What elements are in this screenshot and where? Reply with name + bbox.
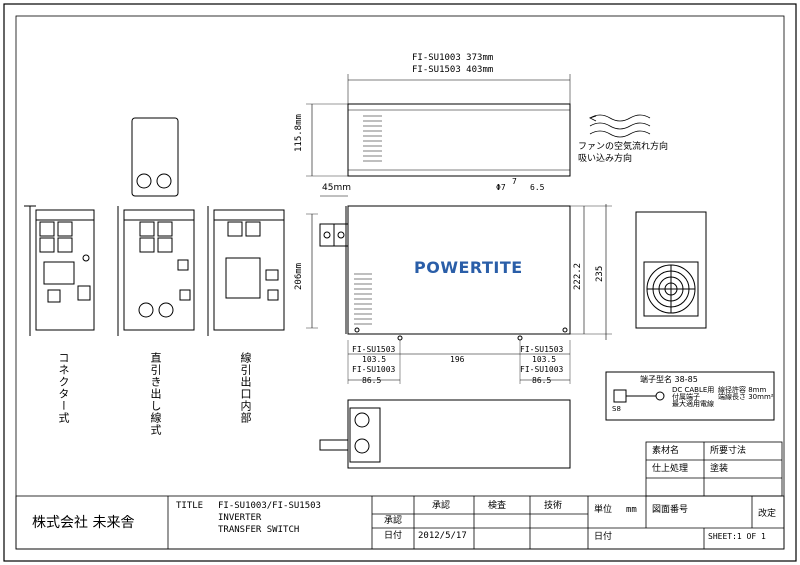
dim-6-5: 6.5: [530, 183, 545, 192]
inspection-header: 検査: [488, 501, 507, 511]
terminal-note-line-5: 端線長さ 30mm²: [718, 393, 774, 401]
dim-su1003-right: FI-SU1003: [520, 365, 564, 374]
dim-su1503-right: FI-SU1503: [520, 345, 564, 354]
revision-label: 改定: [758, 509, 777, 519]
date-label-2: 日付: [594, 532, 613, 542]
dim-45: 45mm: [322, 183, 351, 193]
dim-phi7: Φ7: [496, 183, 506, 192]
front-view-connector: [24, 205, 95, 336]
company-name: 株式会社 未来舎: [32, 515, 135, 531]
material-label: 素材名: [652, 446, 680, 456]
variant-internal-lead-label: 線引出口内部: [239, 352, 252, 424]
material-value: 所要寸法: [710, 446, 747, 456]
terminal-note-label: 端子型名 38-85: [640, 375, 698, 384]
title-line-2: INVERTER: [218, 513, 262, 523]
dim-length-su1003: FI-SU1003 373mm: [412, 53, 494, 63]
front-view-direct-lead: [117, 206, 195, 336]
approval-header: 承認: [432, 501, 451, 511]
power-tite-logo: POWERTITE: [414, 258, 523, 277]
terminal-note-mark: S8: [612, 405, 621, 413]
title-line-1: FI-SU1003/FI-SU1503: [218, 501, 321, 511]
dim-su1003-left: FI-SU1003: [352, 365, 396, 374]
variant-connector-label: コネクター式: [57, 352, 70, 424]
date-label: 日付: [384, 531, 403, 541]
dim-206: 206mm: [294, 262, 304, 290]
top-view: [347, 103, 571, 177]
date-value: 2012/5/17: [418, 531, 467, 541]
airflow-arrows: [588, 114, 651, 138]
dim-su1503-right-val: 103.5: [532, 355, 557, 364]
dim-196: 196: [450, 355, 465, 364]
title-line-3: TRANSFER SWITCH: [218, 525, 300, 535]
finish-value: 塗装: [710, 464, 729, 474]
dim-7: 7: [512, 177, 517, 186]
finish-label: 仕上処理: [652, 464, 689, 474]
dim-height-top: 115.8mm: [294, 114, 304, 152]
terminal-note-line-1: DC CABLE用: [672, 386, 715, 394]
dim-235: 235: [595, 265, 605, 282]
fan-note-line-1: ファンの空気流れ方向: [578, 142, 669, 152]
front-view-internal-lead: [207, 206, 285, 336]
dim-su1003-left-val: 86.5: [362, 376, 382, 385]
rear-fan-view: [635, 211, 707, 329]
dim-su1003-right-val: 86.5: [532, 376, 552, 385]
sheet-border-outer: [3, 3, 797, 562]
main-side-view: [319, 205, 571, 341]
bottom-view: [319, 399, 571, 469]
unit-value: mm: [626, 505, 637, 515]
unit-label: 単位: [594, 505, 613, 515]
remote-panel: [131, 117, 179, 197]
title-block: [15, 495, 785, 550]
terminal-note-box: [605, 371, 775, 421]
dim-222: 222.2: [573, 262, 583, 290]
terminal-note-line-2: 付属端子: [672, 393, 700, 401]
dim-length-su1503: FI-SU1503 403mm: [412, 65, 494, 75]
approve-row-label: 承認: [384, 516, 403, 526]
dim-su1503-left-val: 103.5: [362, 355, 387, 364]
sheet-number: SHEET:1 OF 1: [708, 532, 766, 541]
terminal-note-line-4: 線径許容 8mm: [718, 386, 767, 394]
technician-header: 技術: [544, 501, 563, 511]
title-label: TITLE: [176, 501, 204, 511]
drawing-number-label: 図面番号: [652, 505, 689, 515]
terminal-note-line-3: 最大適用電線: [672, 400, 714, 408]
dim-su1503-left: FI-SU1503: [352, 345, 396, 354]
fan-note-line-2: 吸い込み方向: [578, 154, 633, 164]
variant-direct-lead-label: 直引き出し線式: [149, 352, 162, 436]
